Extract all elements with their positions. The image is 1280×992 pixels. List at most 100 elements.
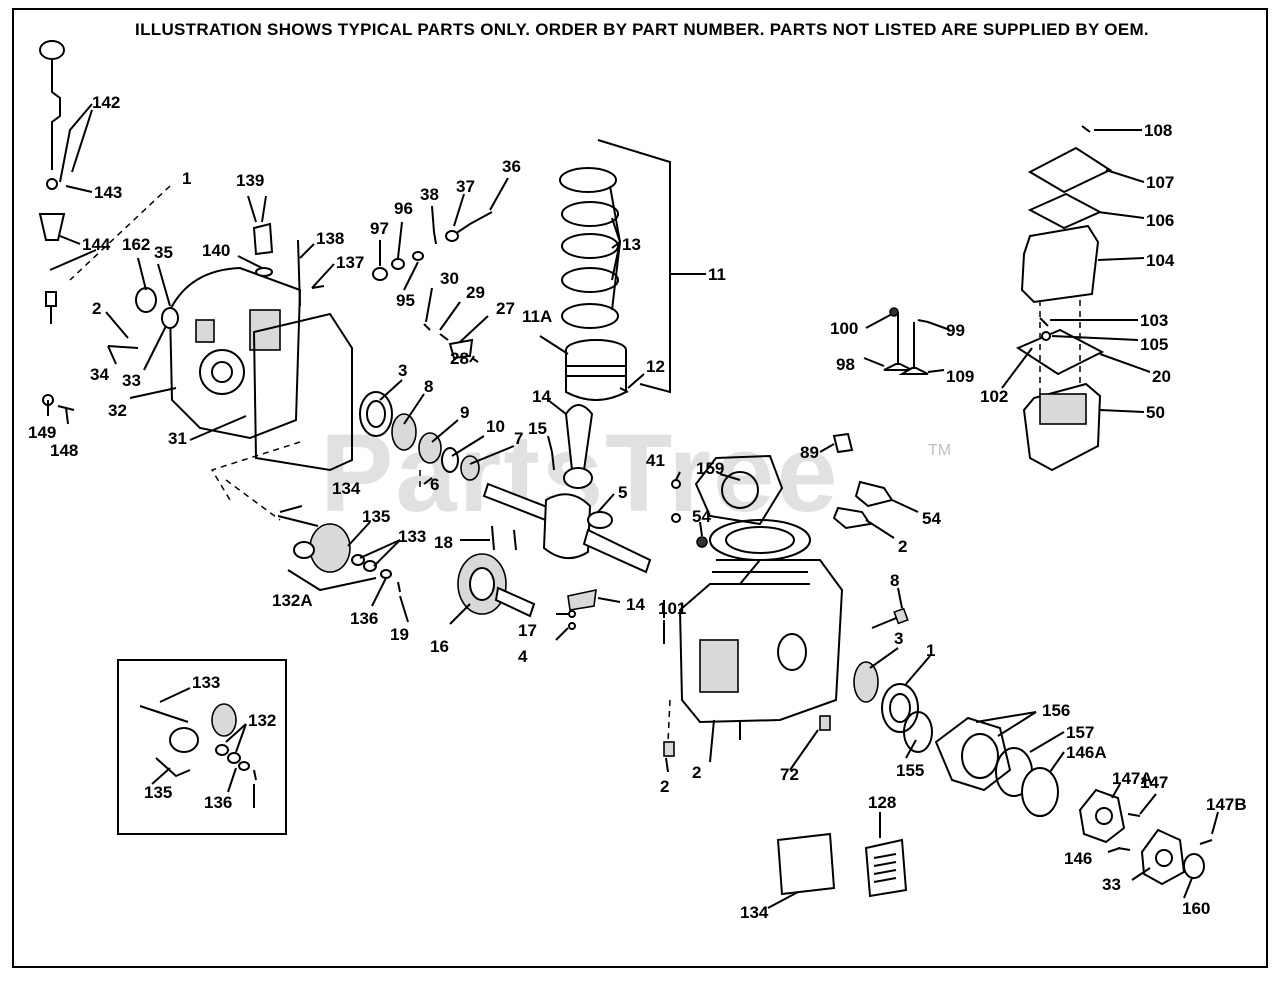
callout-11A: 11A: [522, 307, 552, 326]
head-gaskets: [671, 432, 894, 548]
callout-133: 133: [398, 527, 426, 546]
callout-98: 109: [946, 367, 974, 386]
callout-7: 7: [514, 429, 523, 448]
callout-160: 128: [868, 793, 896, 812]
callout-1: 1: [182, 169, 191, 188]
bearings-seals-right: [853, 661, 1059, 817]
piston-rings: [559, 139, 671, 394]
callout-3-right: 1: [926, 641, 935, 660]
callout-162: 162: [122, 235, 150, 254]
callout-109: 108: [1144, 121, 1172, 140]
callout-9: 9: [460, 403, 469, 422]
connecting-rod: [551, 404, 597, 630]
callout-128: 134: [740, 903, 769, 922]
cover-gasket: [69, 185, 353, 501]
valves: [883, 307, 929, 375]
callout-2-right: 8: [890, 571, 899, 590]
callout-132A: 132A: [272, 591, 313, 610]
callout-72: 155: [896, 761, 924, 780]
callout-labels: 142 143 144 162 35 1 139 140 138 137 97 …: [28, 93, 1247, 922]
callout-36: 36: [502, 157, 521, 176]
callout-11: 11: [708, 265, 726, 284]
callout-107: 106: [1146, 211, 1174, 230]
callout-41: 159: [696, 459, 724, 478]
callout-14-bottom: 14: [626, 595, 645, 614]
decals: [776, 832, 908, 898]
callout-102: 50: [1146, 403, 1165, 422]
callout-16: 17: [518, 621, 537, 640]
callout-54-top: 54: [922, 509, 941, 528]
callout-3-left: 3: [398, 361, 407, 380]
callout-28: 28: [450, 349, 469, 368]
callout-147: 147B: [1206, 795, 1247, 814]
callout-156: 157: [1066, 723, 1094, 742]
callout-54-bottom: 2: [898, 537, 907, 556]
callout-139: 139: [236, 171, 264, 190]
diagram-frame: ILLUSTRATION SHOWS TYPICAL PARTS ONLY. O…: [12, 8, 1268, 968]
callout-95: 95: [396, 291, 415, 310]
parts-notice: ILLUSTRATION SHOWS TYPICAL PARTS ONLY. O…: [135, 20, 1149, 39]
callout-101: 100: [830, 319, 858, 338]
callout-97: 97: [370, 219, 389, 238]
inset-box: [117, 659, 287, 835]
callout-32: 32: [108, 401, 127, 420]
callout-89: 41: [646, 451, 665, 470]
callout-14-top: 14: [532, 387, 551, 406]
callout-1-block: 2: [692, 763, 701, 782]
callout-12: 12: [646, 357, 665, 376]
callout-4: 101: [658, 599, 686, 618]
callout-34: 34: [90, 365, 109, 384]
breather-assembly: [1015, 125, 1113, 472]
callout-148: 148: [50, 441, 78, 460]
callout-20: 102: [980, 387, 1008, 406]
callout-6: 6: [430, 475, 439, 494]
callout-138: 138: [316, 229, 344, 248]
pto-housing: [1078, 788, 1213, 886]
callout-8-left: 8: [424, 377, 433, 396]
oil-pump-assembly: [225, 479, 401, 593]
leader-lines: [47, 103, 1219, 909]
callout-inset-135: 136: [204, 793, 232, 812]
callout-inset-133: 132: [248, 711, 276, 730]
callout-37: 37: [456, 177, 475, 196]
callout-38: 38: [420, 185, 439, 204]
callout-2-mid: 72: [780, 765, 799, 784]
callout-100: 99: [946, 321, 965, 340]
callout-159: 54: [692, 507, 711, 526]
callout-27: 27: [496, 299, 515, 318]
callout-96: 96: [394, 199, 413, 218]
callout-147B: 146: [1064, 849, 1092, 868]
watermark-trademark: TM: [928, 442, 952, 459]
callout-33-right: 160: [1182, 899, 1210, 918]
crankshaft: [482, 482, 652, 574]
callout-146: 33: [1102, 875, 1121, 894]
callout-2-bottom: 2: [660, 777, 669, 796]
callout-135-bottom: 136: [350, 609, 378, 628]
callout-99: 98: [836, 355, 855, 374]
callout-15: 15: [528, 419, 547, 438]
block-fittings: [663, 607, 909, 757]
callout-147A: 147: [1140, 773, 1168, 792]
callout-144: 144: [82, 235, 111, 254]
callout-10: 10: [486, 417, 505, 436]
callout-17: 4: [518, 647, 528, 666]
callout-inset-134: 133: [192, 673, 220, 692]
callout-8-right: 3: [894, 629, 903, 648]
camshaft-gear: [457, 525, 536, 618]
callout-140: 140: [202, 241, 230, 260]
callout-19: 18: [434, 533, 453, 552]
callout-35: 35: [154, 243, 173, 262]
callout-inset-132: 135: [144, 783, 172, 802]
callout-2-left: 2: [92, 299, 101, 318]
callout-50: 89: [800, 443, 819, 462]
callout-108: 107: [1146, 173, 1174, 192]
callout-29: 29: [466, 283, 485, 302]
crankcase-cover: [42, 266, 302, 440]
callout-103: 105: [1140, 335, 1168, 354]
callout-134: 134: [332, 479, 361, 498]
governor-parts: [252, 211, 493, 363]
callout-157: 146A: [1066, 743, 1107, 762]
callout-105: 20: [1152, 367, 1171, 386]
dipstick-assembly: [38, 40, 66, 324]
